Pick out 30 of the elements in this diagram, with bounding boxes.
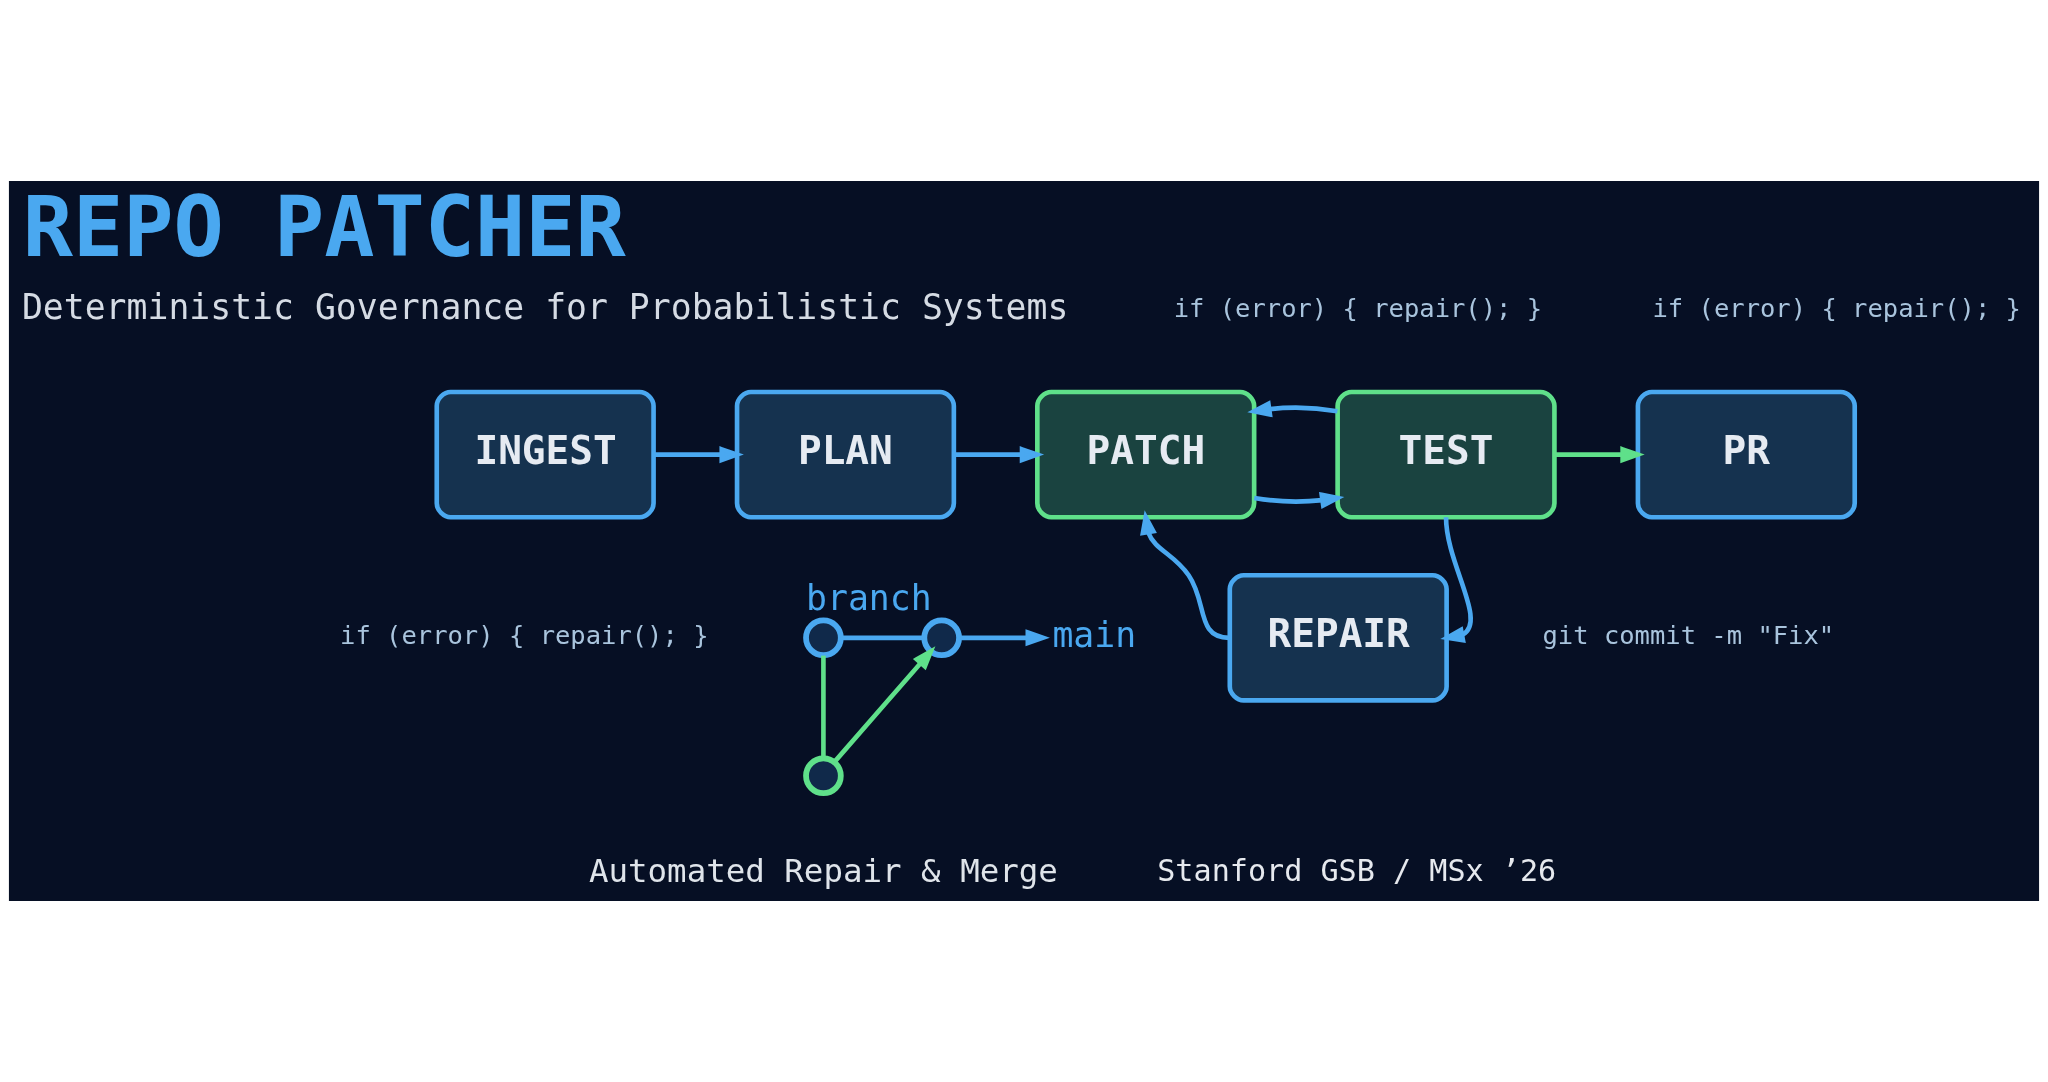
- label: if (error) { repair(); }: [1173, 292, 1543, 323]
- label: if (error) { repair(); }: [1652, 292, 2021, 323]
- arrow: [832, 646, 936, 764]
- node-box: TEST: [1335, 389, 1557, 520]
- arrow: [1253, 491, 1345, 509]
- node-box: PR: [1635, 389, 1858, 520]
- arrow: [1554, 446, 1645, 464]
- node-circle: [921, 617, 962, 659]
- arrow: [953, 446, 1045, 464]
- label: Stanford GSB / MSx ’26: [1157, 853, 1557, 889]
- label: Deterministic Governance for Probabilistic Systems: [21, 286, 1069, 327]
- label: if (error) { repair(); }: [340, 620, 709, 651]
- node-box: PATCH: [1035, 389, 1257, 520]
- node-label: branch: [806, 577, 932, 618]
- node-box: PLAN: [734, 389, 957, 520]
- label: git commit -m "Fix": [1542, 620, 1835, 651]
- connector: [840, 635, 924, 641]
- node-circle: [803, 617, 844, 659]
- node-box: REPAIR: [1227, 572, 1449, 703]
- label: Automated Repair & Merge: [588, 851, 1058, 890]
- arrow: [1140, 510, 1230, 641]
- connector: [821, 655, 826, 759]
- arrow: [1440, 517, 1473, 643]
- node-circle: [803, 755, 844, 797]
- node-text: main: [1052, 614, 1137, 655]
- node-box: INGEST: [434, 389, 656, 520]
- arrow: [959, 629, 1050, 647]
- arrow: [1247, 400, 1338, 418]
- diagram-title: REPO PATCHER: [22, 178, 626, 276]
- arrow: [653, 446, 744, 464]
